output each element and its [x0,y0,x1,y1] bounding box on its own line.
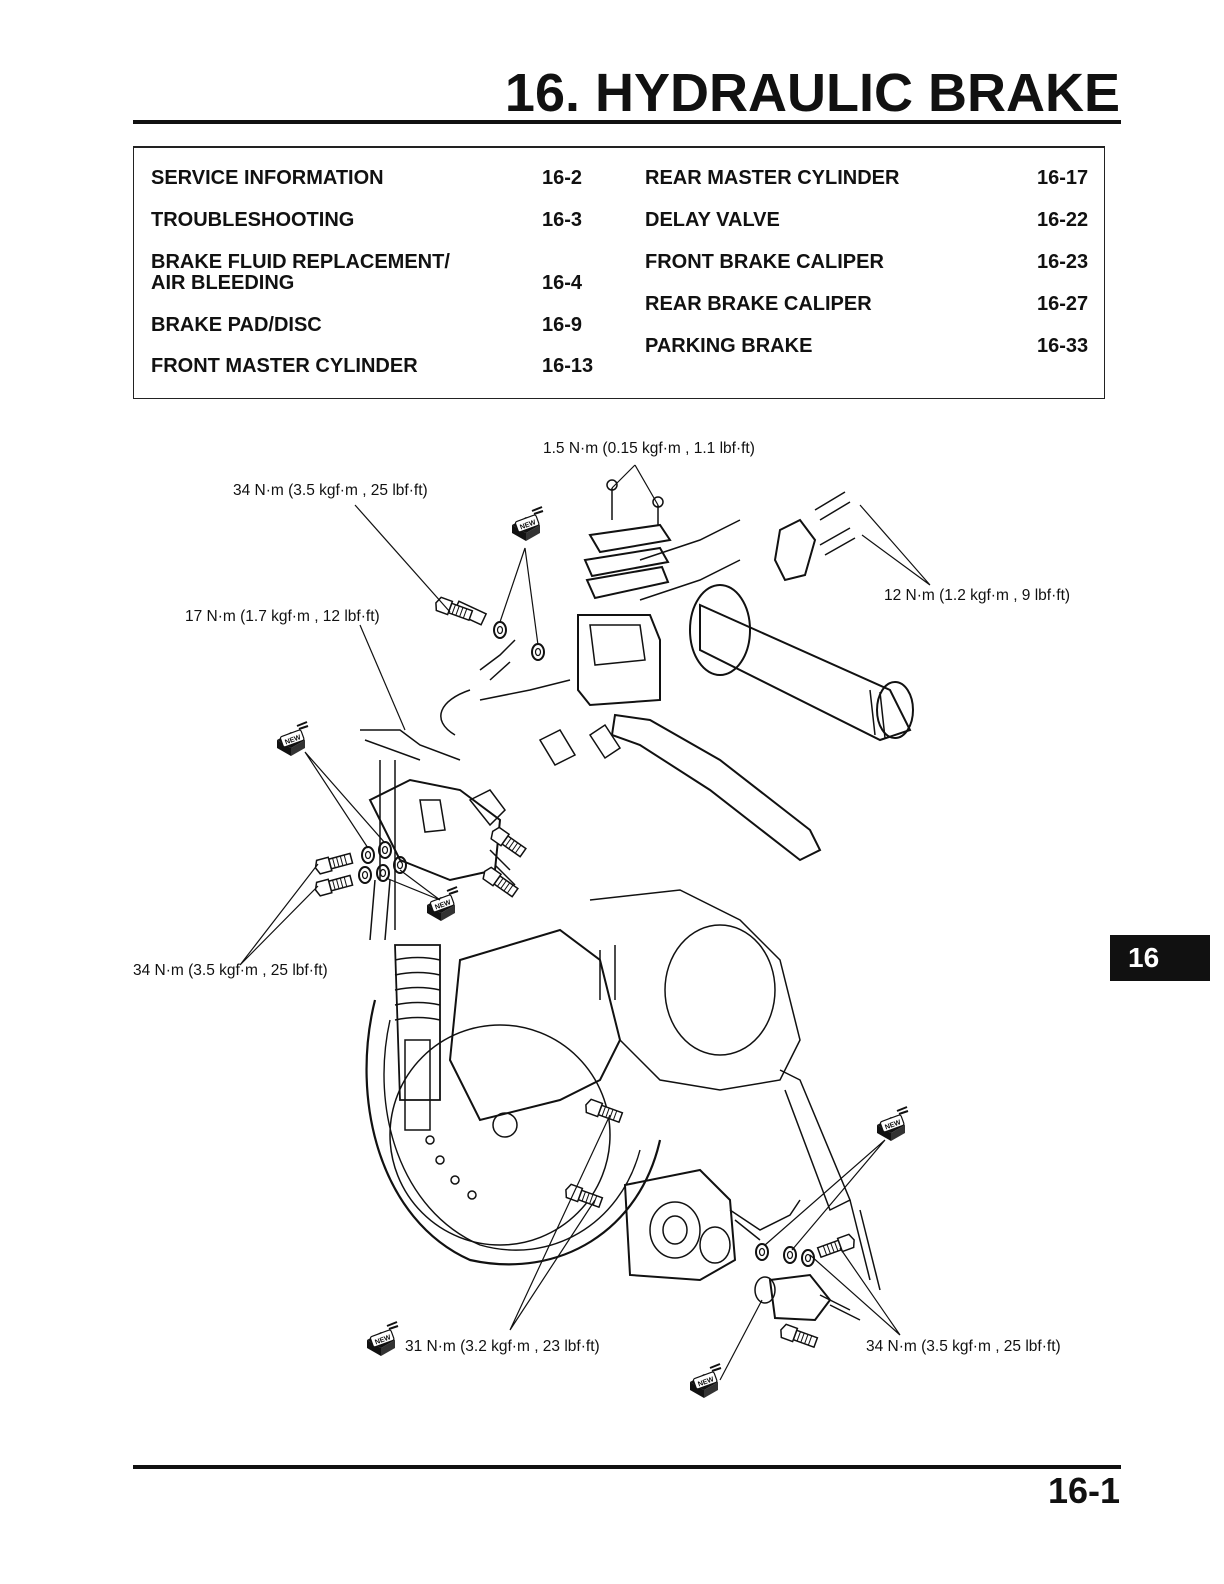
toc-item-front-brake-caliper[interactable]: FRONT BRAKE CALIPER [645,251,884,273]
new-part-icon [689,1363,722,1399]
toc-item-troubleshooting[interactable]: TROUBLESHOOTING [151,209,355,231]
toc-page: 16-33 [1037,335,1089,357]
toc-page: 16-17 [1037,167,1089,189]
torque-label-delay-valve-bolts: 34 N·m (3.5 kgf·m , 25 lbf·ft) [133,962,328,979]
new-part-icon [366,1321,399,1357]
torque-label-rear-banjo-bolt: 34 N·m (3.5 kgf·m , 25 lbf·ft) [866,1338,1061,1355]
toc-page: 16-3 [542,209,583,231]
toc-item-brake-fluid-replacement[interactable]: BRAKE FLUID REPLACEMENT/ [151,251,450,273]
torque-label-reservoir-screws: 1.5 N·m (0.15 kgf·m , 1.1 lbf·ft) [543,440,755,457]
torque-label-banjo-bolt: 34 N·m (3.5 kgf·m , 25 lbf·ft) [233,482,428,499]
toc-item-parking-brake[interactable]: PARKING BRAKE [645,335,813,357]
torque-label-caliper-bolts: 31 N·m (3.2 kgf·m , 23 lbf·ft) [405,1338,600,1355]
toc-item-front-master-cylinder[interactable]: FRONT MASTER CYLINDER [151,355,418,377]
page-number: 16-1 [1047,1470,1120,1511]
new-part-icon [426,886,459,922]
toc-item-rear-master-cylinder[interactable]: REAR MASTER CYLINDER [645,167,900,189]
toc-item-air-bleeding[interactable]: AIR BLEEDING [151,272,295,294]
toc-item-rear-brake-caliper[interactable]: REAR BRAKE CALIPER [645,293,872,315]
chapter-title: 16. HYDRAULIC BRAKE [504,63,1120,123]
section-tab: 16 [1110,935,1210,981]
torque-label-brake-pipe: 17 N·m (1.7 kgf·m , 12 lbf·ft) [185,608,380,625]
toc-page: 16-2 [542,167,583,189]
header-rule [133,120,1121,124]
toc-item-delay-valve[interactable]: DELAY VALVE [645,209,780,231]
new-part-icon [276,721,309,757]
toc-item-brake-pad-disc[interactable]: BRAKE PAD/DISC [151,314,322,336]
toc-page: 16-13 [542,355,594,377]
torque-label-holder-bolts: 12 N·m (1.2 kgf·m , 9 lbf·ft) [884,587,1071,604]
toc-page: 16-4 [542,272,583,294]
toc-page: 16-23 [1037,251,1089,273]
toc-page: 16-9 [542,314,583,336]
new-part-icon [511,506,544,542]
footer-rule [133,1465,1121,1469]
table-of-contents: SERVICE INFORMATION 16-2 TROUBLESHOOTING… [133,146,1105,399]
toc-page: 16-22 [1037,209,1089,231]
new-part-icon [876,1106,909,1142]
toc-item-service-information[interactable]: SERVICE INFORMATION [151,167,384,189]
toc-page: 16-27 [1037,293,1089,315]
